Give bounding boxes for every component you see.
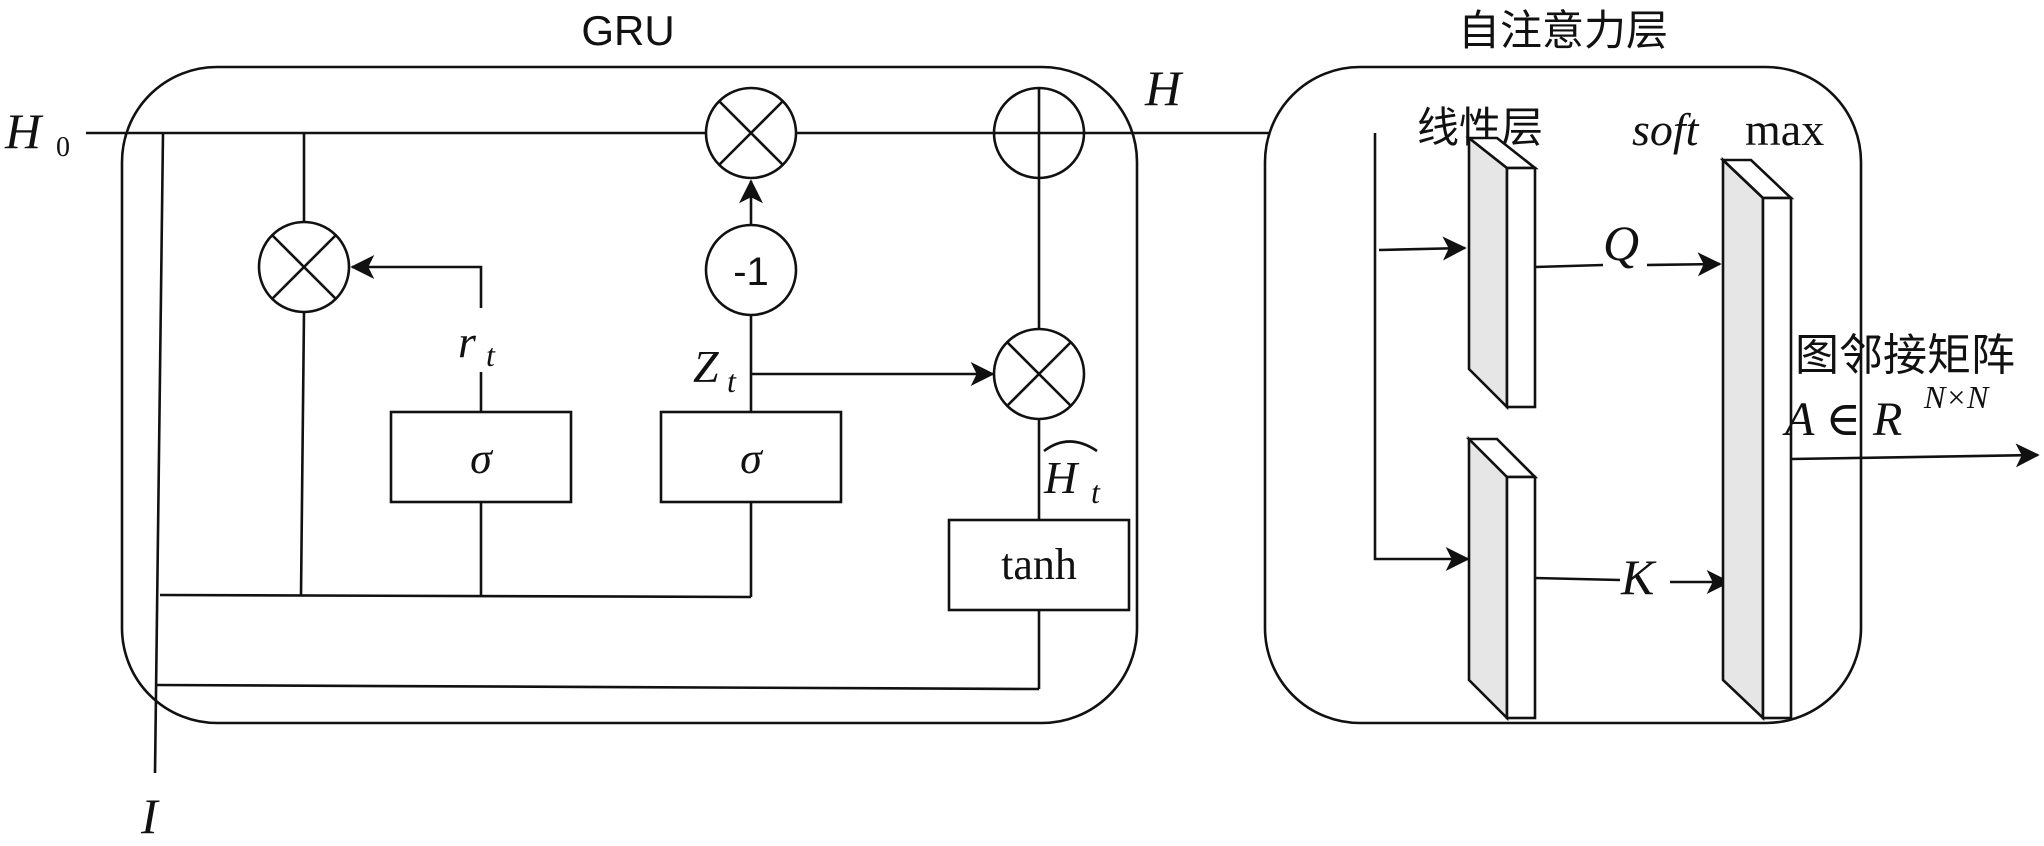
zt-subscript: t <box>727 363 737 399</box>
linear-slab-bottom-face <box>1467 435 1509 722</box>
update-gate-sigma: σ <box>740 434 764 483</box>
softmax-slab-front <box>1761 196 1793 720</box>
k-line <box>1534 576 1621 582</box>
reset-gate-sigma: σ <box>470 434 494 483</box>
gru-panel <box>120 65 1139 725</box>
attention-title: 自注意力层 <box>1458 7 1668 54</box>
h-hat-label: H <box>1043 452 1080 503</box>
h-output-label: H <box>1144 60 1184 116</box>
adjacency-formula: A ∈ R <box>1782 393 1902 446</box>
q-arrow <box>1646 252 1722 277</box>
h-hat-subscript: t <box>1091 474 1101 510</box>
rt-subscript: t <box>486 337 496 373</box>
reset-gate-box <box>389 410 573 504</box>
multiply-icon <box>718 100 784 166</box>
output-arrow <box>1790 443 2040 468</box>
q-line <box>1534 263 1604 269</box>
reset-down <box>299 311 306 596</box>
gru-title: GRU <box>581 7 674 54</box>
multiply-icon <box>271 234 337 300</box>
multiply-icon <box>1006 341 1072 407</box>
linear-slab-top-front <box>1505 166 1537 409</box>
k-label: K <box>1620 549 1657 605</box>
update-gate-box <box>659 410 843 504</box>
plus-icon <box>994 88 1084 178</box>
tanh-box <box>947 518 1131 612</box>
route-to-q <box>1378 236 1467 261</box>
i-label: I <box>140 788 160 844</box>
input-line <box>153 132 165 774</box>
h0-subscript: 0 <box>56 132 70 163</box>
input-bus-top <box>159 593 752 599</box>
tanh-label: tanh <box>1001 540 1077 589</box>
rt-label: r <box>458 316 477 367</box>
linear-slab-bottom-front <box>1505 475 1537 720</box>
zt-label: Z <box>693 341 719 392</box>
input-bus-bottom <box>156 683 1040 691</box>
rt-connector <box>350 255 483 308</box>
softmax-slab-face <box>1721 156 1765 722</box>
adjacency-superscript: N×N <box>1923 379 1990 415</box>
softmax-label-italic: soft <box>1632 104 1700 155</box>
minus-one-label: -1 <box>733 250 769 294</box>
softmax-label-rest: max <box>1745 104 1824 155</box>
q-label: Q <box>1603 215 1639 271</box>
hat-accent <box>1043 440 1098 453</box>
adjacency-title: 图邻接矩阵 <box>1795 331 2015 380</box>
linear-slab-top-face <box>1467 135 1509 411</box>
h0-label: H <box>4 103 44 159</box>
route-line <box>1373 133 1470 571</box>
